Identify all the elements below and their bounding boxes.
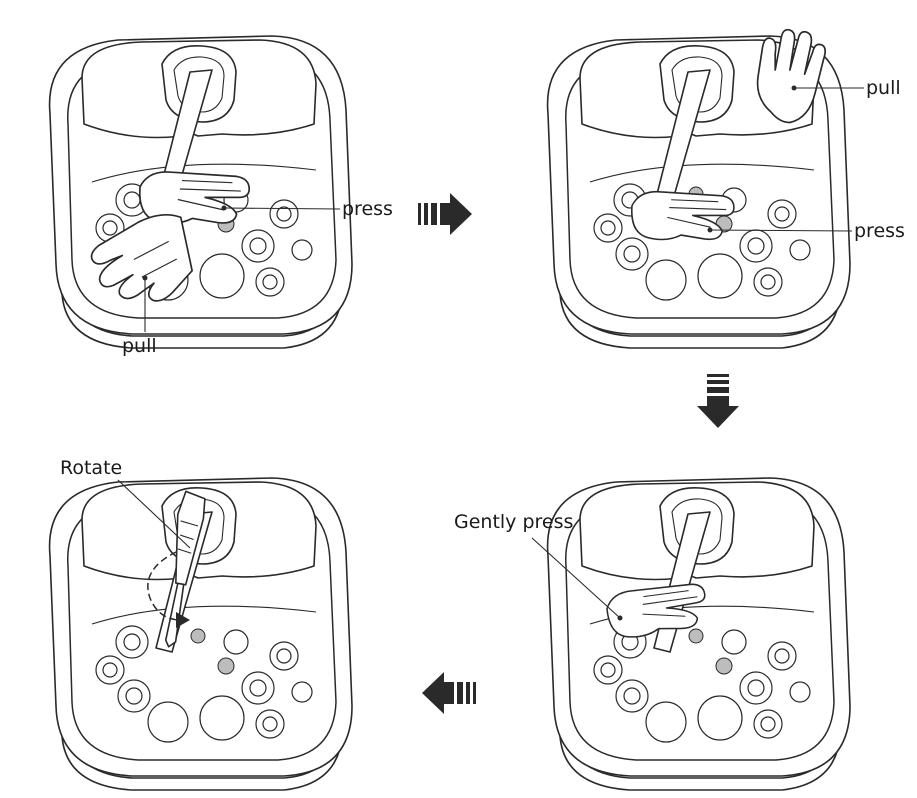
gently-press-leader-line — [531, 537, 621, 619]
step-1-press-label: press — [342, 198, 393, 220]
step-3-panel: Gently press — [454, 477, 851, 791]
step-4-rotate-label: Rotate — [60, 457, 122, 479]
step-4-panel: Rotate — [48, 457, 353, 791]
step-1-panel: press pull — [48, 35, 393, 357]
rotate-arrow-icon — [147, 551, 179, 621]
rotate-leader-line — [117, 479, 191, 549]
press-leader-line — [223, 207, 341, 210]
down-arrow — [697, 374, 739, 428]
step-2-panel: pull press — [546, 28, 905, 349]
step-1-pull-label: pull — [122, 335, 157, 357]
step-2-pull-label: pull — [866, 77, 901, 99]
right-arrow — [418, 193, 472, 235]
press-leader-line — [709, 229, 853, 232]
step-3-gently-press-label: Gently press — [454, 511, 573, 533]
left-arrow — [422, 672, 476, 714]
step-2-press-label: press — [854, 220, 905, 242]
